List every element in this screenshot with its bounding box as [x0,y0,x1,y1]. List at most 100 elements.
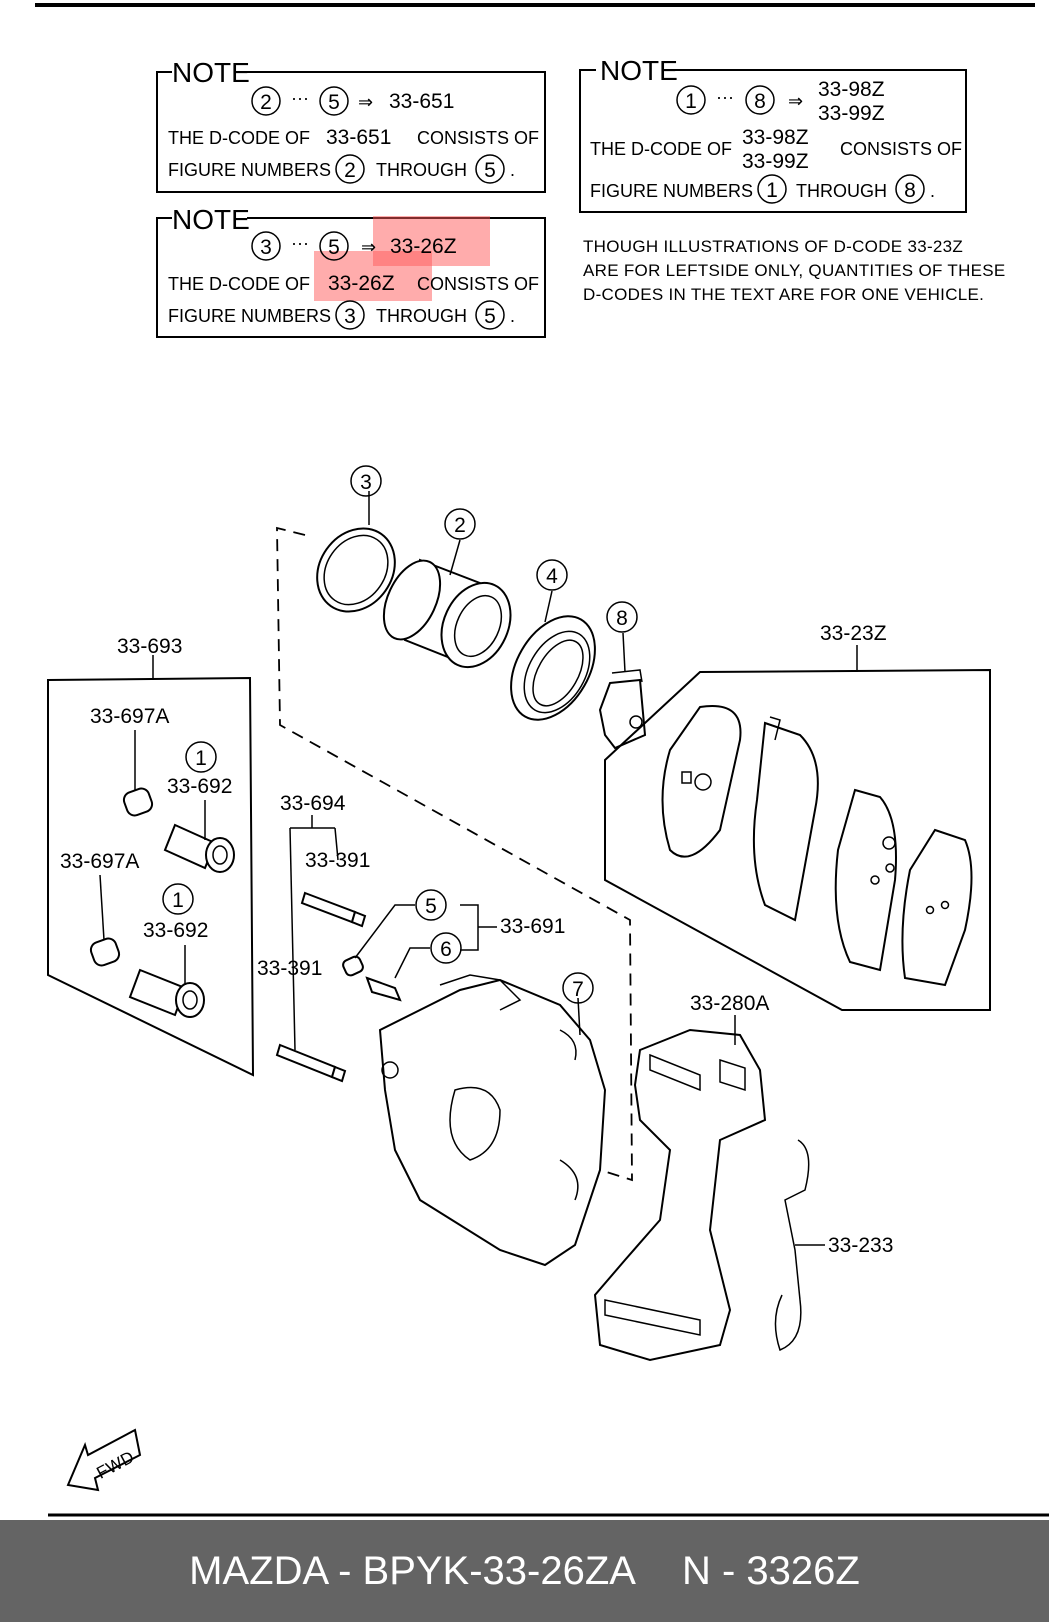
pad-set [604,645,991,1011]
caption-line3: D-CODES IN THE TEXT ARE FOR ONE VEHICLE. [583,285,984,304]
fig-number-2-circle [444,508,476,540]
label-33-691: 33-691 [500,915,565,938]
fig-number-3-circle [350,465,382,497]
label-33-693: 33-693 [117,635,182,658]
note3-ref-dots: ··· [291,233,309,253]
note2-code-a: 33-98Z [818,78,885,101]
note2-line1-code-a: 33-98Z [742,126,809,149]
note3-line2-prefix: FIGURE NUMBERS [168,306,331,326]
fig-number-7-text: 7 [572,978,584,1001]
label-33-697a-bottom: 33-697A [60,850,139,873]
piston-seal [316,491,396,613]
note2-ref-to: 8 [754,90,766,113]
note3-code: 33-26Z [390,235,457,258]
note1-code: 33-651 [389,90,454,113]
note3-line2-to: 5 [484,305,496,328]
note2-line2-to: 8 [904,179,916,202]
assembly-outline [276,526,633,1182]
footer-bar: MAZDA - BPYK-33-26ZA N - 3326Z [0,1520,1049,1622]
note3-line2-from: 3 [344,305,356,328]
note1-line2-mid: THROUGH [376,160,467,180]
fig-number-1-top: 1 [185,741,217,773]
note1-title: NOTE [172,57,250,88]
label-33-694: 33-694 [280,792,346,815]
note3-ref-to: 5 [328,236,340,259]
note3-line1-suffix: CONSISTS OF [417,274,539,294]
note1-ref-from: 2 [260,91,272,114]
parts-diagram: NOTE 2 ··· 5 ⇒ 33-651 THE D-CODE OF 33-6… [35,3,1049,1517]
fig-number-5-circle [415,889,447,921]
caliper-body [378,974,607,1267]
note2-arrow: ⇒ [788,91,803,111]
caption-line1: THOUGH ILLUSTRATIONS OF D-CODE 33-23Z [583,237,963,256]
label-33-692-top: 33-692 [167,775,232,798]
footer-code: N - 3326Z [681,1548,860,1593]
fig-number-5: 5 [415,889,447,921]
fig-number-8-circle [606,601,638,633]
note2-code-b: 33-99Z [818,102,885,125]
note2-line2-end: . [930,181,935,201]
fig-number-8: 8 [606,601,638,633]
caliper-bracket [593,1015,767,1362]
fig-number-4-text: 4 [546,565,558,588]
dust-boot [510,590,596,721]
guide-pins [275,815,367,1083]
fig-number-3: 3 [350,465,382,497]
note2-ref-dots: ··· [716,87,734,107]
note2-line1-code-b: 33-99Z [742,150,809,173]
note3-line2-end: . [510,306,515,326]
clip [598,632,647,750]
note2-line2-mid: THROUGH [796,181,887,201]
fig-number-6-text: 6 [440,938,452,961]
label-33-233: 33-233 [828,1234,893,1257]
fig-number-5-text: 5 [425,895,437,918]
forward-arrow-icon: FWD [66,1428,142,1492]
label-33-391-top: 33-391 [305,849,370,872]
note3-line2-mid: THROUGH [376,306,467,326]
note1-line1-suffix: CONSISTS OF [417,128,539,148]
label-33-697a-top: 33-697A [90,705,169,728]
note1-ref-to: 5 [328,91,340,114]
note3-arrow: ⇒ [361,237,376,257]
note1-line2-end: . [510,160,515,180]
note1-line2-to: 5 [484,159,496,182]
fig-number-4-circle [536,559,568,591]
note3-title: NOTE [172,204,250,235]
spring [774,1139,825,1351]
note3-line1-code: 33-26Z [328,272,395,295]
note3-ref-from: 3 [260,236,272,259]
label-33-391-left: 33-391 [257,957,322,980]
note2-line1-prefix: THE D-CODE OF [590,139,732,159]
caption-line2: ARE FOR LEFTSIDE ONLY, QUANTITIES OF THE… [583,261,1006,280]
note1-ref-dots: ··· [291,88,309,108]
note2-line1-suffix: CONSISTS OF [840,139,962,159]
fig-number-8-text: 8 [616,607,628,630]
note3-line1-prefix: THE D-CODE OF [168,274,310,294]
fig-number-1-top-circle [185,741,217,773]
fig-number-1-bottom: 1 [162,883,194,915]
fig-number-1-top-text: 1 [195,747,207,770]
guide-pin-kit [47,655,255,1077]
label-33-280a: 33-280A [690,992,769,1015]
note1-line2-from: 2 [344,159,356,182]
note2-line2-from: 1 [766,179,778,202]
note-box-2: NOTE 1 ··· 8 ⇒ 33-98Z 33-99Z THE D-CODE … [579,55,967,213]
fig-number-6-circle [430,932,462,964]
fig-number-7-circle [562,972,594,1004]
label-33-692-bottom: 33-692 [143,919,208,942]
note1-line1-code: 33-651 [326,126,391,149]
note2-line2-prefix: FIGURE NUMBERS [590,181,753,201]
fig-number-4: 4 [536,559,568,591]
fig-number-7: 7 [562,972,594,1004]
note-box-1: NOTE 2 ··· 5 ⇒ 33-651 THE D-CODE OF 33-6… [156,57,546,193]
note2-ref-from: 1 [685,90,697,113]
note1-line1-prefix: THE D-CODE OF [168,128,310,148]
fig-number-2: 2 [444,508,476,540]
note1-arrow: ⇒ [358,92,373,112]
piston [382,539,512,669]
note2-title: NOTE [600,55,678,86]
footer-part-number: MAZDA - BPYK-33-26ZA [189,1548,636,1593]
fig-number-3-text: 3 [360,471,372,494]
fig-number-1-bottom-text: 1 [172,889,184,912]
note-box-3: NOTE 3 ··· 5 ⇒ 33-26Z THE D-CODE OF 33-2… [156,204,546,338]
